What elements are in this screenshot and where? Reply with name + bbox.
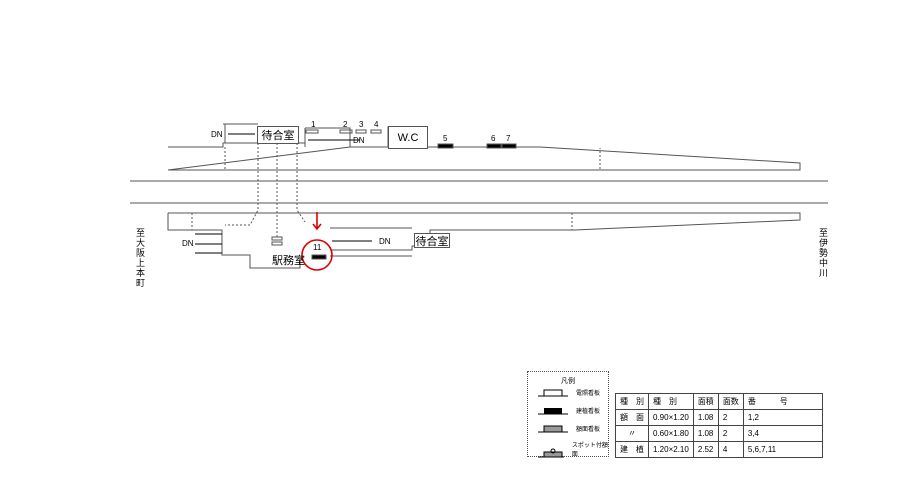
top-platform	[167, 126, 801, 171]
sign-number: 3	[359, 120, 364, 129]
legend-title: 凡例	[561, 378, 575, 385]
waiting-room-top: 待合室	[257, 126, 299, 144]
legend: 凡例 電照看板 建植看板 額面看板 スポット付額面	[527, 371, 609, 458]
bottom-platform	[167, 212, 801, 269]
waiting-room-bottom: 待合室	[414, 233, 450, 248]
table-cell: 面積	[692, 393, 719, 410]
sign-7	[501, 143, 517, 149]
table-cell: 2	[717, 425, 744, 442]
sign-6	[486, 143, 502, 149]
table-cell: 種 別	[615, 393, 649, 410]
table-cell: 1.20×2.10	[648, 441, 694, 458]
highlight-circle	[301, 239, 333, 271]
table-cell: 1,2	[742, 409, 823, 426]
legend-item: 電照看板	[576, 391, 601, 397]
station-office: 駅務室	[272, 255, 305, 267]
table-cell: 番 号	[742, 393, 823, 410]
sign-number: 5	[443, 134, 448, 143]
table-cell: 1.08	[692, 409, 719, 426]
table-cell: 2.52	[692, 441, 719, 458]
table-cell: 4	[717, 441, 744, 458]
sign-11	[311, 254, 327, 260]
table-cell: 0.90×1.20	[648, 409, 694, 426]
table-cell: 面数	[717, 393, 744, 410]
table-cell: 0.60×1.80	[648, 425, 694, 442]
direction-left: 至大阪上本町	[135, 228, 145, 288]
legend-item: 額面看板	[576, 427, 601, 433]
sign-number: 2	[343, 120, 348, 129]
dn-label: DN	[182, 239, 194, 248]
dn-label: DN	[353, 136, 365, 145]
legend-item: スポット付額面	[571, 443, 608, 458]
wc: W.C	[388, 126, 428, 149]
table-cell: 建 植	[615, 441, 649, 458]
dn-label: DN	[211, 130, 223, 139]
table-cell: 〃	[615, 425, 649, 442]
sign-number: 7	[506, 134, 511, 143]
sign-number: 1	[311, 120, 316, 129]
arrow-down-icon	[312, 212, 322, 231]
dn-label: DN	[379, 237, 391, 246]
table-cell: 1.08	[692, 425, 719, 442]
legend-item: 建植看板	[576, 409, 601, 415]
sign-number: 6	[491, 134, 496, 143]
table-cell: 2	[717, 409, 744, 426]
sign-5	[437, 143, 454, 149]
table-cell: 3,4	[742, 425, 823, 442]
table-cell: 額 面	[615, 409, 649, 426]
sign-number: 11	[313, 243, 322, 252]
sign-number: 4	[374, 120, 379, 129]
table-cell: 種 別	[648, 393, 694, 410]
direction-right: 至伊勢中川	[818, 228, 828, 278]
table-cell: 5,6,7,11	[742, 441, 823, 458]
